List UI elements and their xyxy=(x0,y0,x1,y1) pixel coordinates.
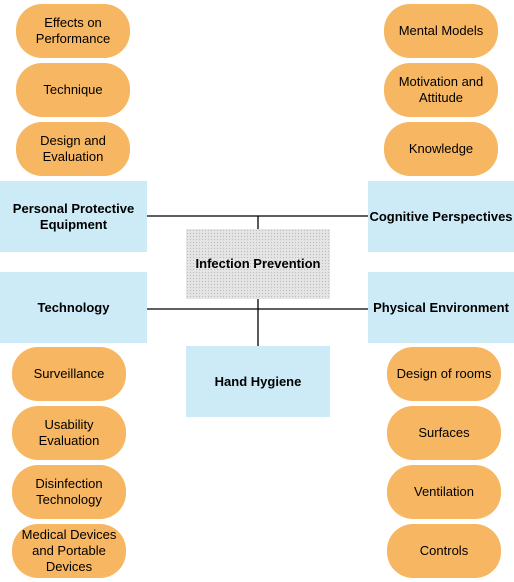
cognitive-item-knowledge: Knowledge xyxy=(384,122,498,176)
hand-hygiene-box: Hand Hygiene xyxy=(186,346,330,417)
category-physical-environment: Physical Environment xyxy=(368,272,514,343)
ppe-item-effects-on-performance: Effects on Performance xyxy=(16,4,130,58)
cognitive-item-motivation-and-attitude: Motivation and Attitude xyxy=(384,63,498,117)
physical-item-surfaces: Surfaces xyxy=(387,406,501,460)
center-infection-prevention: Infection Prevention xyxy=(186,229,330,299)
technology-item-disinfection-technology: Disinfection Technology xyxy=(12,465,126,519)
ppe-item-technique: Technique xyxy=(16,63,130,117)
technology-item-surveillance: Surveillance xyxy=(12,347,126,401)
technology-item-usability-evaluation: Usability Evaluation xyxy=(12,406,126,460)
category-technology: Technology xyxy=(0,272,147,343)
physical-item-controls: Controls xyxy=(387,524,501,578)
physical-item-design-of-rooms: Design of rooms xyxy=(387,347,501,401)
ppe-item-design-and-evaluation: Design and Evaluation xyxy=(16,122,130,176)
category-personal-protective-equipment: Personal Protective Equipment xyxy=(0,181,147,252)
physical-item-ventilation: Ventilation xyxy=(387,465,501,519)
category-cognitive-perspectives: Cognitive Perspectives xyxy=(368,181,514,252)
technology-item-medical-devices: Medical Devices and Portable Devices xyxy=(12,524,126,578)
cognitive-item-mental-models: Mental Models xyxy=(384,4,498,58)
